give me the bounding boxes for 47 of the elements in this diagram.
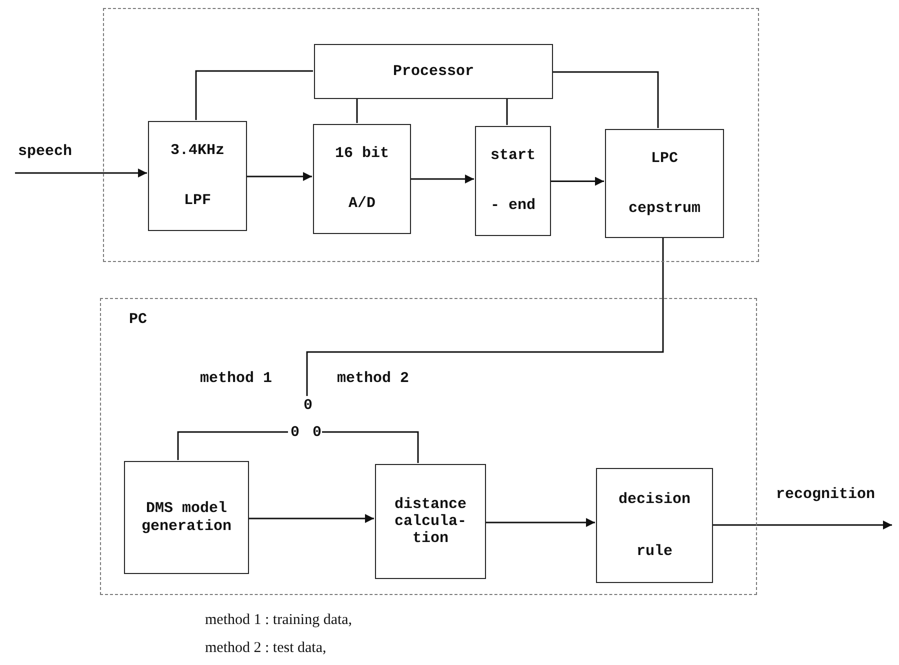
switch-contact-label: 0 — [312, 424, 322, 442]
group-heading: PC — [129, 311, 148, 328]
box-text: - end — [490, 197, 536, 215]
connector — [248, 514, 374, 523]
connector — [552, 71, 659, 128]
connector — [246, 172, 312, 181]
switch-contact-label: 0 — [290, 424, 300, 442]
connector — [485, 518, 595, 527]
box-text: Processor — [392, 62, 474, 80]
process-box — [148, 121, 247, 231]
connector — [712, 520, 892, 530]
process-box — [124, 461, 249, 574]
connector — [306, 237, 664, 396]
connector — [177, 431, 288, 460]
connector — [322, 431, 419, 463]
connector — [550, 176, 604, 186]
process-box — [314, 44, 553, 99]
box-text: LPC — [650, 150, 678, 168]
switch-position-label: method 1 — [200, 370, 272, 387]
dashed-group-frame — [103, 8, 759, 262]
connector — [506, 98, 508, 125]
process-box — [596, 468, 713, 583]
box-text: start — [490, 147, 536, 165]
connector — [410, 174, 474, 184]
process-box — [375, 464, 486, 579]
note: method 2 : test data, — [205, 640, 326, 657]
box-text: LPF — [184, 192, 211, 210]
note: method 1 : training data, — [205, 612, 352, 629]
process-box — [313, 124, 411, 234]
process-box — [605, 129, 724, 238]
box-text: distance calcula- tion — [393, 496, 468, 548]
switch-position-label: method 2 — [337, 370, 410, 387]
process-box — [475, 126, 551, 236]
connector — [356, 98, 358, 123]
edge-label: recognition — [776, 486, 876, 503]
connector — [15, 168, 147, 178]
box-text: rule — [636, 543, 672, 560]
box-text: cepstrum — [628, 200, 700, 217]
connector — [195, 70, 313, 120]
box-text: A/D — [348, 195, 376, 213]
box-text: decision — [618, 490, 690, 508]
edge-label: speech — [18, 143, 72, 160]
box-text: 3.4KHz — [170, 142, 224, 160]
group-frame — [100, 298, 757, 595]
switch-contact-label: 0 — [303, 397, 312, 415]
box-text: 16 bit — [334, 145, 389, 163]
box-text: DMS model generation — [140, 500, 232, 535]
